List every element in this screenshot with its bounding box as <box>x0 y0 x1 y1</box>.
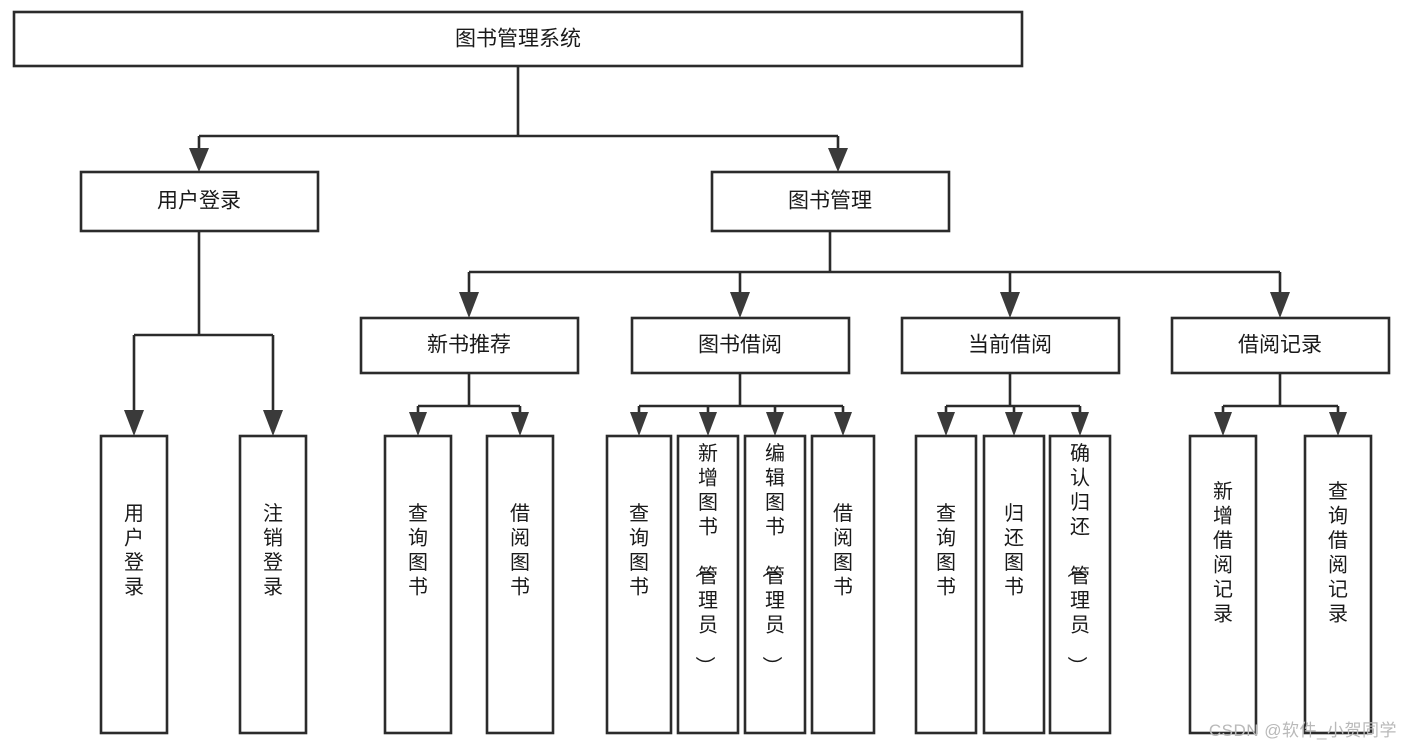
arrow-icon-books-c2 <box>730 292 750 318</box>
leaf-user-login-box[interactable] <box>99 434 169 735</box>
leaf-add-borrow-record-box[interactable] <box>1188 434 1258 735</box>
node-book-borrow[interactable]: 图书借阅 <box>630 316 851 375</box>
arrow-icon-login-leaf2 <box>263 410 283 436</box>
leaf-add-book-admin[interactable]: 新增图书（管理员） <box>676 434 740 735</box>
leaf-query-book-current[interactable]: 查询图书 <box>914 434 978 735</box>
arrow-icon-current-l1 <box>937 412 955 436</box>
arrow-icon-newbook-l2 <box>511 412 529 436</box>
node-user-login-label: 用户登录 <box>157 190 241 213</box>
leaf-query-book-newbook-label: 查询图书 <box>408 502 428 599</box>
leaf-user-login[interactable]: 用户登录 <box>99 434 169 735</box>
arrow-icon-root-to-books <box>828 148 848 172</box>
leaf-add-book-admin-label: 新增图书（管理员） <box>693 442 718 676</box>
node-book-borrow-label: 图书借阅 <box>698 334 782 357</box>
leaf-confirm-return-admin-box[interactable] <box>1048 434 1112 735</box>
leaf-edit-book-admin-box[interactable] <box>743 434 807 735</box>
leaf-add-book-admin-box[interactable] <box>676 434 740 735</box>
node-book-borrow-box[interactable] <box>630 316 851 375</box>
leaf-logout-label: 注销登录 <box>263 502 283 599</box>
arrow-icon-newbook-l1 <box>409 412 427 436</box>
leaf-confirm-return-admin-label: 确认归还（管理员） <box>1065 442 1090 676</box>
arrow-icon-books-c3 <box>1000 292 1020 318</box>
arrow-icon-borrow-l2 <box>699 412 717 436</box>
arrow-icon-books-c1 <box>459 292 479 318</box>
node-root[interactable]: 图书管理系统 <box>12 10 1024 68</box>
leaf-logout-box[interactable] <box>238 434 308 735</box>
node-book-management[interactable]: 图书管理 <box>710 170 951 233</box>
node-book-management-box[interactable] <box>710 170 951 233</box>
leaf-return-book-box[interactable] <box>982 434 1046 735</box>
leaf-add-borrow-record-label: 新增借阅记录 <box>1213 480 1233 626</box>
node-current-borrow-box[interactable] <box>900 316 1121 375</box>
arrow-icon-record-l1 <box>1214 412 1232 436</box>
leaf-query-book-borrow-label: 查询图书 <box>629 502 649 599</box>
node-new-book-recommend-box[interactable] <box>359 316 580 375</box>
node-root-box[interactable] <box>12 10 1024 68</box>
node-new-book-recommend[interactable]: 新书推荐 <box>359 316 580 375</box>
leaf-borrow-book-newbook-box[interactable] <box>485 434 555 735</box>
leaf-confirm-return-admin[interactable]: 确认归还（管理员） <box>1048 434 1112 735</box>
leaf-query-book-newbook[interactable]: 查询图书 <box>383 434 453 735</box>
node-current-borrow-label: 当前借阅 <box>968 334 1052 357</box>
leaf-borrow-book-newbook[interactable]: 借阅图书 <box>485 434 555 735</box>
leaf-query-book-borrow-box[interactable] <box>605 434 673 735</box>
leaf-borrow-book[interactable]: 借阅图书 <box>810 434 876 735</box>
leaf-add-borrow-record[interactable]: 新增借阅记录 <box>1188 434 1258 735</box>
leaf-return-book-label: 归还图书 <box>1004 502 1024 599</box>
node-current-borrow[interactable]: 当前借阅 <box>900 316 1121 375</box>
node-borrow-record-box[interactable] <box>1170 316 1391 375</box>
arrow-icon-current-l2 <box>1005 412 1023 436</box>
leaf-borrow-book-label: 借阅图书 <box>833 502 853 599</box>
arrow-icon-current-l3 <box>1071 412 1089 436</box>
leaf-borrow-book-box[interactable] <box>810 434 876 735</box>
arrow-icon-borrow-l4 <box>834 412 852 436</box>
arrow-icon-root-to-login <box>189 148 209 172</box>
node-book-management-label: 图书管理 <box>788 190 872 213</box>
node-borrow-record[interactable]: 借阅记录 <box>1170 316 1391 375</box>
arrow-icon-borrow-l3 <box>766 412 784 436</box>
node-user-login[interactable]: 用户登录 <box>79 170 320 233</box>
leaf-query-book-current-box[interactable] <box>914 434 978 735</box>
leaf-query-book-borrow[interactable]: 查询图书 <box>605 434 673 735</box>
leaf-query-book-newbook-box[interactable] <box>383 434 453 735</box>
leaf-edit-book-admin-label: 编辑图书（管理员） <box>760 442 785 676</box>
leaf-user-login-label: 用户登录 <box>124 503 144 599</box>
leaf-logout[interactable]: 注销登录 <box>238 434 308 735</box>
arrow-icon-record-l2 <box>1329 412 1347 436</box>
leaf-borrow-book-newbook-label: 借阅图书 <box>510 502 530 599</box>
leaf-return-book[interactable]: 归还图书 <box>982 434 1046 735</box>
connector-layer <box>124 66 1347 436</box>
leaf-query-borrow-record-label: 查询借阅记录 <box>1328 480 1348 626</box>
arrow-icon-login-leaf1 <box>124 410 144 436</box>
node-root-label: 图书管理系统 <box>455 28 581 51</box>
node-new-book-recommend-label: 新书推荐 <box>427 334 511 357</box>
leaf-query-borrow-record-box[interactable] <box>1303 434 1373 735</box>
leaf-edit-book-admin[interactable]: 编辑图书（管理员） <box>743 434 807 735</box>
csdn-watermark: CSDN @软件_小贺同学 <box>1208 721 1397 740</box>
leaf-query-book-current-label: 查询图书 <box>936 502 956 599</box>
leaf-query-borrow-record[interactable]: 查询借阅记录 <box>1303 434 1373 735</box>
node-borrow-record-label: 借阅记录 <box>1238 334 1322 357</box>
arrow-icon-borrow-l1 <box>630 412 648 436</box>
node-user-login-box[interactable] <box>79 170 320 233</box>
arrow-icon-books-c4 <box>1270 292 1290 318</box>
